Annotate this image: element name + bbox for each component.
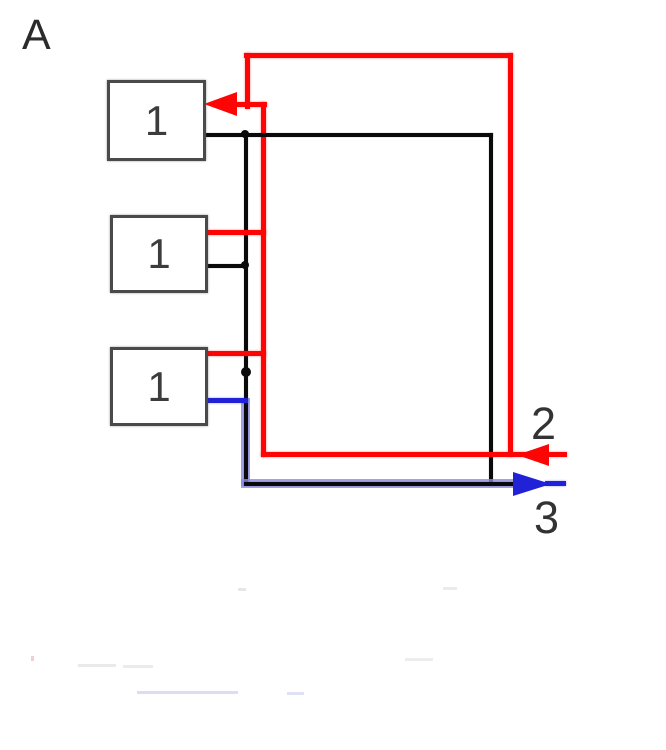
ghost-mark	[137, 691, 238, 694]
ghost-mark	[443, 587, 457, 590]
black-right-drop-line	[489, 133, 493, 486]
black-box1-line	[200, 133, 493, 137]
red-supply-top-line	[244, 53, 513, 58]
red-arrowhead-inlet	[517, 444, 549, 466]
component-box-1-label: 1	[144, 96, 169, 144]
component-box-1: 1	[107, 80, 206, 161]
junction-dot-box1-bus	[241, 130, 249, 138]
ghost-mark	[123, 665, 153, 668]
ghost-mark	[287, 692, 304, 695]
red-supply-right-line	[508, 53, 513, 457]
black-stub-box2	[202, 264, 248, 268]
component-box-2: 1	[110, 215, 208, 293]
component-box-3-label: 1	[147, 362, 171, 410]
ghost-mark	[31, 656, 34, 661]
junction-dot-box2-bus	[241, 261, 249, 269]
red-riser-line	[261, 102, 266, 457]
red-arrowhead-box1	[204, 92, 237, 116]
black-bus-line	[244, 133, 248, 484]
red-return-bottom-line	[261, 452, 567, 457]
junction-dot-bus-lower	[241, 367, 251, 377]
red-stub-box3	[199, 351, 266, 356]
inlet-port-label: 2	[531, 398, 557, 449]
red-arrow-line-box1	[233, 102, 267, 107]
ghost-mark	[405, 658, 433, 661]
ghost-mark	[238, 588, 246, 591]
component-box-2-label: 1	[147, 230, 171, 277]
blue-arrowhead-outlet	[513, 472, 551, 496]
red-drop-to-box1-line	[245, 53, 250, 109]
section-label-a: A	[22, 11, 51, 59]
component-box-3: 1	[110, 347, 208, 426]
red-stub-box2	[199, 230, 266, 235]
blue-outlet-tail-line	[545, 481, 566, 486]
blue-stub-box3	[202, 398, 248, 403]
ghost-mark	[78, 664, 116, 667]
outlet-port-label: 3	[534, 492, 560, 543]
black-outlet-core-line	[244, 482, 519, 486]
